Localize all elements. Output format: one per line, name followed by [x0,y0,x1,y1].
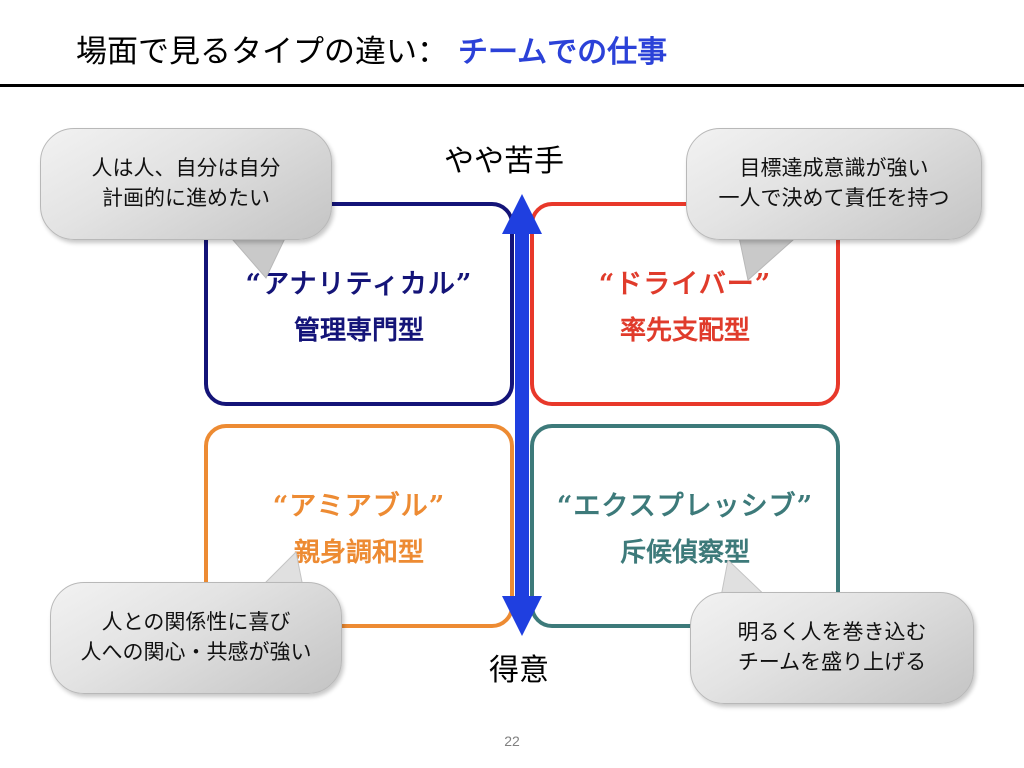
quadrant-subtitle: 率先支配型 [619,315,750,346]
page-title-accent: チームでの仕事 [458,35,668,70]
quadrant-title: “アナリティカル” [245,268,473,300]
callout-line-1: 明るく人を巻き込む [737,620,927,645]
callout-tail-top-right [730,231,810,287]
quadrant-matrix: “アナリティカル” 管理専門型 “ドライバー” 率先支配型 “アミアブル” 親身… [204,202,840,628]
quadrant-subtitle: 管理専門型 [293,315,424,346]
quadrant-analytical[interactable]: “アナリティカル” 管理専門型 [204,202,514,406]
callout-expressive: 明るく人を巻き込む チームを盛り上げる [690,592,974,704]
callout-driver: 目標達成意識が強い 一人で決めて責任を持つ [686,128,982,240]
page-title: 場面で見るタイプの違い： チームでの仕事 [0,26,1024,78]
quadrant-driver[interactable]: “ドライバー” 率先支配型 [530,202,840,406]
callout-line-2: チームを盛り上げる [737,650,927,674]
quadrant-title: “エクスプレッシブ” [556,490,814,522]
callout-line-2: 一人で決めて責任を持つ [718,186,950,210]
callout-line-1: 目標達成意識が強い [739,156,929,181]
quadrant-subtitle: 親身調和型 [293,537,424,568]
quadrant-amiable[interactable]: “アミアブル” 親身調和型 [204,424,514,628]
vertical-double-arrow-icon [495,190,549,640]
quadrant-title: “アミアブル” [272,490,446,522]
quadrant-expressive[interactable]: “エクスプレッシブ” 斥候偵察型 [530,424,840,628]
page-title-main: 場面で見るタイプの違い： [76,34,448,70]
callout-analytical: 人は人、自分は自分 計画的に進めたい [40,128,332,240]
axis-label-bottom: 得意 [489,653,549,688]
title-divider [0,84,1024,87]
page-number: 22 [504,733,520,749]
callout-line-1: 人との関係性に喜び [101,610,291,635]
callout-line-1: 人は人、自分は自分 [91,156,281,181]
callout-line-2: 計画的に進めたい [102,186,270,210]
quadrant-title: “ドライバー” [598,268,772,300]
callout-amiable: 人との関係性に喜び 人への関心・共感が強い [50,582,342,694]
callout-line-2: 人への関心・共感が強い [80,640,312,664]
axis-label-top: やや苦手 [444,144,564,179]
